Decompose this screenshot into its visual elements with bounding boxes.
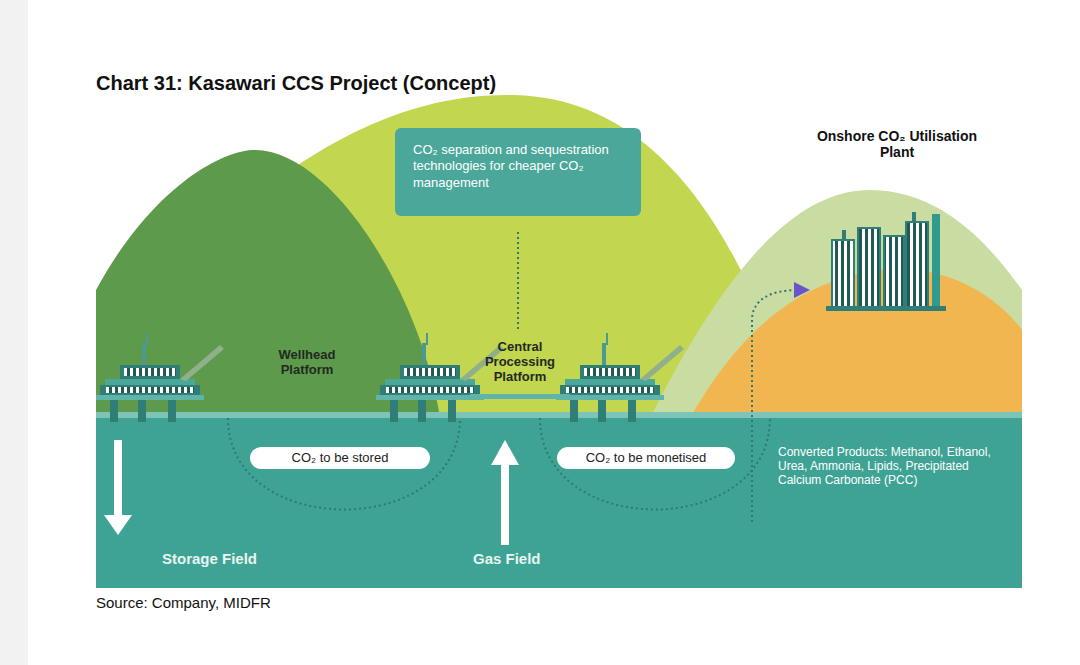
pill-label: CO₂ to be monetised: [557, 447, 735, 469]
platform-label: Central Processing Platform: [478, 340, 562, 385]
chart-title: Chart 31: Kasawari CCS Project (Concept): [96, 72, 496, 95]
callout-box: CO₂ separation and sequestration technol…: [395, 128, 641, 216]
plant-label: Onshore CO₂ Utilisation Plant: [812, 128, 982, 160]
node-text: CO₂ separation and sequestration technol…: [413, 142, 623, 191]
field-label: Storage Field: [162, 550, 302, 567]
platform-label: Wellhead Platform: [262, 348, 352, 378]
node-text: CO₂ to be stored: [260, 450, 420, 466]
source-note: Source: Company, MIDFR: [96, 594, 496, 611]
node-text: CO₂ to be monetised: [567, 450, 725, 466]
pill-label: CO₂ to be stored: [250, 447, 430, 469]
field-label: Gas Field: [473, 550, 573, 567]
products-note: Converted Products: Methanol, Ethanol, U…: [778, 446, 1010, 487]
